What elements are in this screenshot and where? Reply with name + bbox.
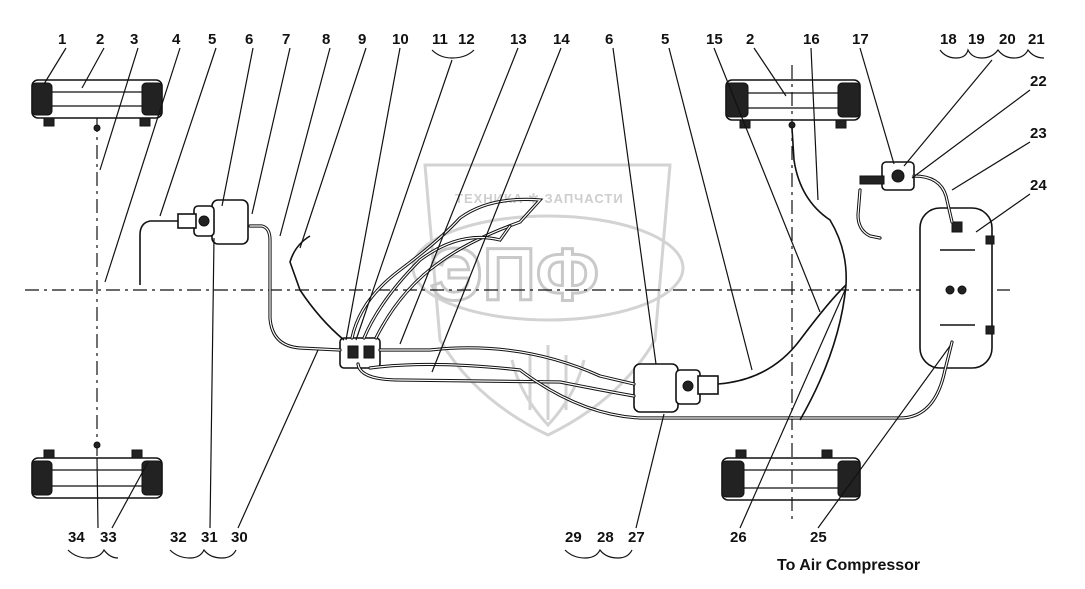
callout-31: 31 [201, 529, 218, 546]
callout-7: 7 [282, 31, 290, 48]
callout-29: 29 [565, 529, 582, 546]
callout-5b: 5 [661, 31, 669, 48]
callout-15: 15 [706, 31, 723, 48]
right-relay-valve [633, 363, 719, 413]
callout-20: 20 [999, 31, 1016, 48]
brake-control-valve [339, 337, 381, 369]
callout-17: 17 [852, 31, 869, 48]
callout-11: 11 [432, 31, 448, 48]
brace-18-21 [939, 48, 1045, 59]
callout-6b: 6 [605, 31, 613, 48]
brace-32-30 [169, 548, 237, 559]
callout-19: 19 [968, 31, 985, 48]
callout-23: 23 [1030, 125, 1047, 142]
callout-10: 10 [392, 31, 409, 48]
right-front-wheel-chamber [725, 79, 861, 129]
brace-11-12 [431, 49, 475, 59]
callout-30: 30 [231, 529, 248, 546]
callout-5: 5 [208, 31, 216, 48]
callouts-top: 1 2 3 4 5 6 7 8 9 10 11 12 13 14 6 5 15 … [58, 31, 1045, 48]
air-compressor-caption: To Air Compressor [777, 557, 920, 574]
callout-26: 26 [730, 529, 747, 546]
air-reservoir-tank [919, 207, 995, 369]
callout-24: 24 [1030, 177, 1047, 194]
callout-1: 1 [58, 31, 66, 48]
callout-13: 13 [510, 31, 527, 48]
callout-21: 21 [1028, 31, 1045, 48]
callout-22: 22 [1030, 73, 1047, 90]
callout-3: 3 [130, 31, 138, 48]
callout-8: 8 [322, 31, 330, 48]
callouts-bottom: 34 33 32 31 30 29 28 27 26 25 [68, 529, 827, 546]
callout-28: 28 [597, 529, 614, 546]
watermark-logo-text: ЭПФ [430, 233, 599, 316]
callout-18: 18 [940, 31, 957, 48]
callout-33: 33 [100, 529, 117, 546]
pressure-regulator [859, 161, 915, 191]
callout-12: 12 [458, 31, 475, 48]
callout-32: 32 [170, 529, 187, 546]
brace-34-33 [67, 548, 119, 559]
callout-34: 34 [68, 529, 85, 546]
callout-27: 27 [628, 529, 645, 546]
callout-25: 25 [810, 529, 827, 546]
brace-29-27 [564, 548, 633, 559]
callout-2: 2 [96, 31, 104, 48]
callout-9: 9 [358, 31, 366, 48]
right-rear-wheel-chamber [721, 449, 861, 501]
callout-4: 4 [172, 31, 181, 48]
callout-14: 14 [553, 31, 570, 48]
left-relay-valve [177, 199, 249, 245]
leader-lines [43, 47, 1031, 529]
left-front-wheel-chamber [31, 79, 163, 127]
callout-16: 16 [803, 31, 820, 48]
callouts-right: 22 23 24 [1030, 73, 1047, 194]
callout-2b: 2 [746, 31, 754, 48]
callout-6: 6 [245, 31, 253, 48]
